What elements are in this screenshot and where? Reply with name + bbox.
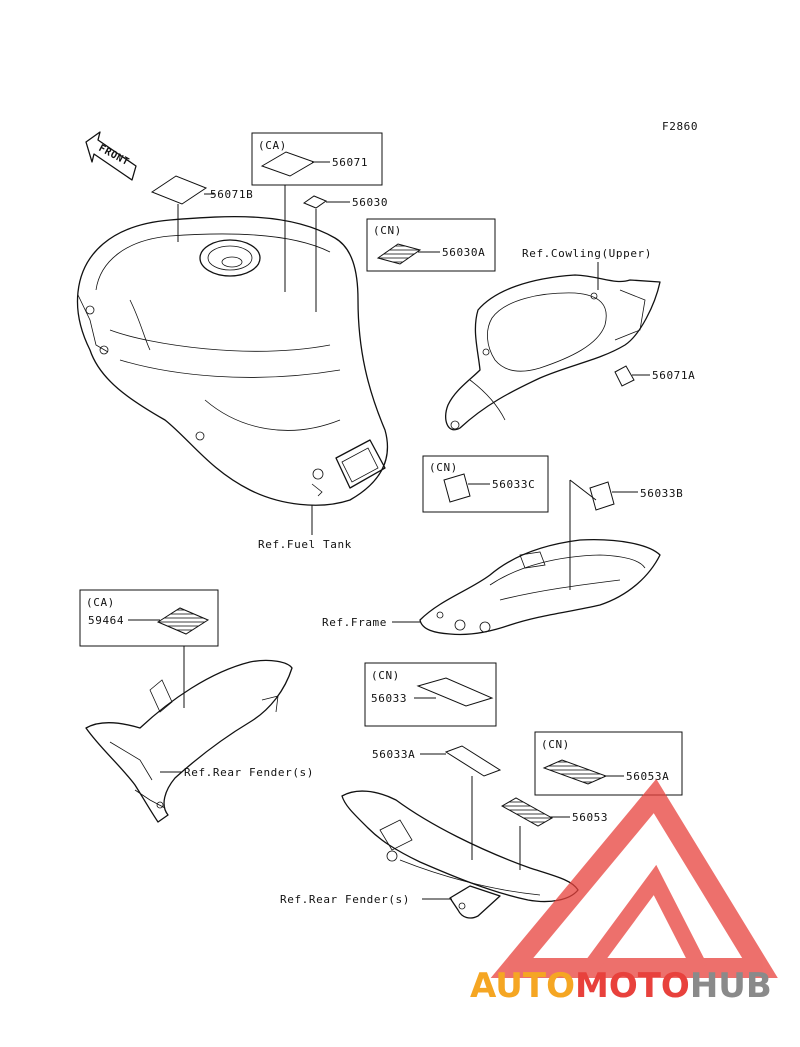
- callout-box-cn-56030A: [366, 218, 496, 272]
- decal-56071B: [150, 175, 208, 205]
- region-code-ca-2: (CA): [86, 596, 115, 609]
- region-code-cn-3: (CN): [371, 669, 400, 682]
- region-code-cn: (CN): [373, 224, 402, 237]
- decal-56033B: [589, 481, 615, 511]
- ref-rear-fender-1[interactable]: Ref.Rear Fender(s): [184, 766, 314, 779]
- watermark-moto: MOTO: [575, 966, 690, 1006]
- cowling-upper-drawing: [445, 274, 661, 431]
- rear-fender-1-drawing: [85, 659, 293, 823]
- decal-56053A: [542, 759, 608, 785]
- decal-56053: [500, 797, 554, 827]
- part-label-59464[interactable]: 59464: [88, 614, 124, 627]
- decal-56033A: [444, 745, 502, 777]
- decal-56030: [302, 195, 328, 209]
- front-arrow-icon: FRONT: [85, 131, 137, 181]
- ref-frame[interactable]: Ref.Frame: [322, 616, 387, 629]
- decal-56033: [416, 677, 494, 707]
- callout-box-cn-56033C: [422, 455, 549, 513]
- callout-box-cn-56033: [364, 662, 497, 727]
- part-label-56053[interactable]: 56053: [572, 811, 608, 824]
- part-label-56030[interactable]: 56030: [352, 196, 388, 209]
- part-label-56030A[interactable]: 56030A: [442, 246, 485, 259]
- triangle-logo-icon: [490, 778, 778, 978]
- watermark-hub: HUB: [690, 966, 772, 1006]
- watermark-auto: AUTO: [470, 966, 575, 1006]
- front-arrow-label: FRONT: [97, 143, 131, 168]
- watermark-logo: AUTOMOTOHUB: [470, 778, 778, 1006]
- part-label-56033A[interactable]: 56033A: [372, 748, 415, 761]
- decal-59464: [156, 607, 210, 635]
- callout-box-ca-56071: [251, 132, 383, 186]
- region-code-cn-2: (CN): [429, 461, 458, 474]
- ref-rear-fender-2[interactable]: Ref.Rear Fender(s): [280, 893, 410, 906]
- callout-box-ca-59464: [79, 589, 219, 647]
- part-label-56033B[interactable]: 56033B: [640, 487, 683, 500]
- figure-code: F2860: [662, 120, 698, 133]
- part-label-56053A[interactable]: 56053A: [626, 770, 669, 783]
- decal-56071A: [614, 365, 635, 387]
- part-label-56033[interactable]: 56033: [371, 692, 407, 705]
- callout-box-cn-56053A: [534, 731, 683, 796]
- watermark-text: AUTOMOTOHUB: [470, 966, 772, 1006]
- part-label-56071[interactable]: 56071: [332, 156, 368, 169]
- fuel-tank-drawing: [76, 215, 389, 506]
- region-code-cn-4: (CN): [541, 738, 570, 751]
- part-label-56071A[interactable]: 56071A: [652, 369, 695, 382]
- decal-56071: [260, 151, 316, 177]
- part-label-56033C[interactable]: 56033C: [492, 478, 535, 491]
- ref-cowling-upper[interactable]: Ref.Cowling(Upper): [522, 247, 652, 260]
- part-label-56071B[interactable]: 56071B: [210, 188, 253, 201]
- decal-56033C: [443, 473, 471, 503]
- region-code-ca: (CA): [258, 139, 287, 152]
- ref-fuel-tank[interactable]: Ref.Fuel Tank: [258, 538, 352, 551]
- decal-56030A: [376, 243, 422, 265]
- frame-drawing: [419, 539, 661, 636]
